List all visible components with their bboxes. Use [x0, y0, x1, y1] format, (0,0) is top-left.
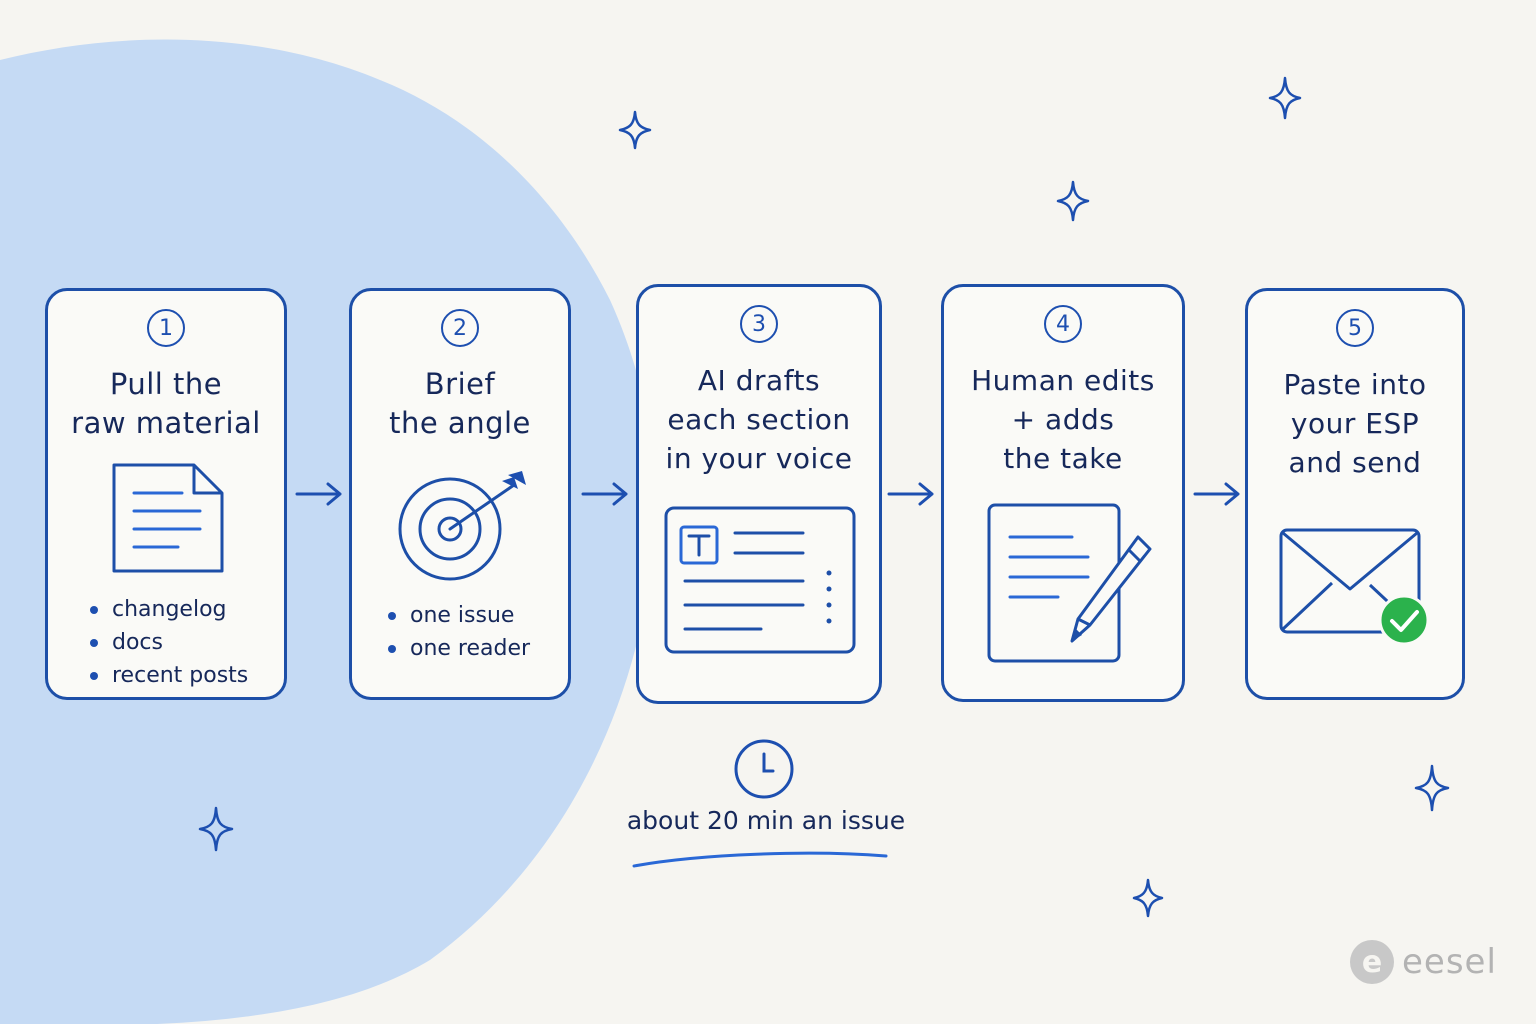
- sparkle-icon: [1414, 764, 1450, 812]
- step-number: 4: [1044, 305, 1082, 343]
- underline-stroke: [632, 851, 888, 868]
- arrow-right-icon: [581, 482, 628, 506]
- list-item: docs: [88, 626, 248, 659]
- text-editor-icon: [664, 506, 856, 654]
- background-blob: [0, 39, 655, 1024]
- document-icon: [112, 463, 224, 573]
- clock-icon: [734, 739, 794, 799]
- step-number: 3: [740, 305, 778, 343]
- step-title: AI drafts each section in your voice: [665, 364, 853, 475]
- sparkle-icon: [1132, 878, 1164, 918]
- sparkle-icon: [1268, 76, 1302, 120]
- step-number: 2: [441, 309, 479, 347]
- brand-logo: e eesel: [1350, 940, 1497, 984]
- step-card-2: 2 Brief the angle one issue one reader: [349, 288, 571, 700]
- step-title: Pull the raw material: [71, 367, 261, 440]
- arrow-right-icon: [887, 482, 934, 506]
- step-number: 5: [1336, 309, 1374, 347]
- target-icon: [398, 471, 526, 581]
- sparkle-icon: [198, 806, 234, 852]
- step-card-3: 3 AI drafts each section in your voice: [636, 284, 882, 704]
- list-item: one issue: [386, 599, 530, 632]
- bullet-list: changelog docs recent posts: [88, 593, 248, 692]
- edit-document-icon: [987, 503, 1152, 663]
- step-card-1: 1 Pull the raw material changelog docs r…: [45, 288, 287, 700]
- sparkle-icon: [618, 110, 652, 150]
- bullet-list: one issue one reader: [386, 599, 530, 665]
- step-title: Human edits + adds the take: [971, 364, 1155, 475]
- sparkle-icon: [1056, 180, 1090, 222]
- step-title: Brief the angle: [389, 367, 531, 440]
- arrow-right-icon: [1193, 482, 1240, 506]
- arrow-right-icon: [295, 482, 342, 506]
- list-item: changelog: [88, 593, 248, 626]
- step-card-4: 4 Human edits + adds the take: [941, 284, 1185, 702]
- duration-label: about 20 min an issue: [626, 806, 906, 835]
- step-number: 1: [147, 309, 185, 347]
- list-item: one reader: [386, 632, 530, 665]
- envelope-check-icon: [1279, 528, 1430, 646]
- step-card-5: 5 Paste into your ESP and send: [1245, 288, 1465, 700]
- brand-mark: e: [1350, 940, 1394, 984]
- step-title: Paste into your ESP and send: [1283, 368, 1427, 479]
- list-item: recent posts: [88, 659, 248, 692]
- brand-name: eesel: [1402, 942, 1497, 982]
